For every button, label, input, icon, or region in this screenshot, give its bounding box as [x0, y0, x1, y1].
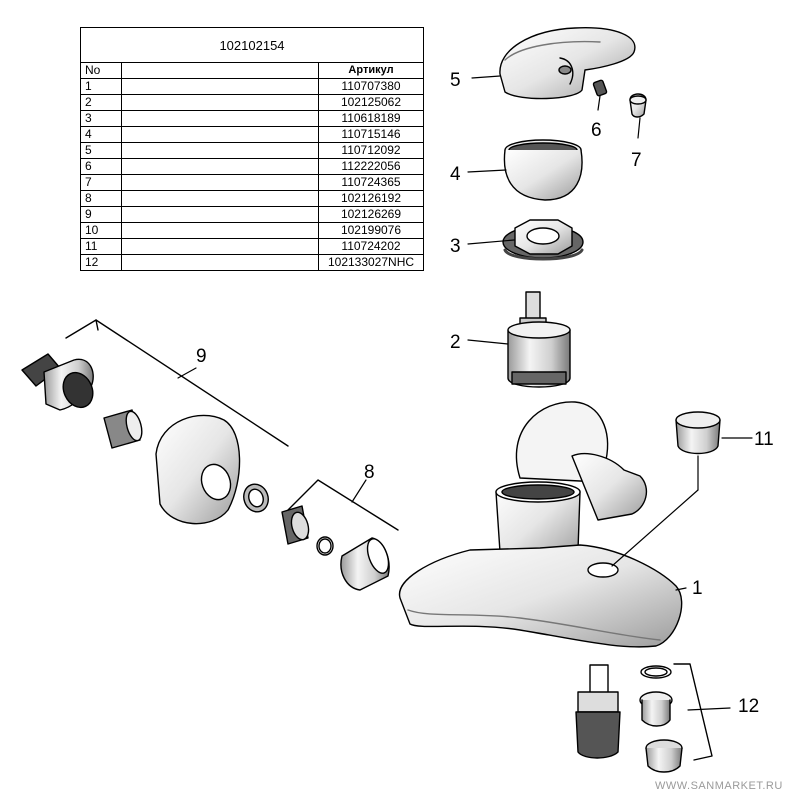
part-9-assembly — [21, 319, 289, 525]
part-11-cap — [675, 411, 721, 455]
row-article: 102133027NHC — [318, 254, 424, 271]
leader-7 — [637, 117, 641, 139]
part-8-assembly — [281, 479, 399, 591]
callout-6: 6 — [591, 120, 602, 141]
callout-12: 12 — [738, 696, 759, 717]
callout-5: 5 — [450, 70, 461, 91]
callout-3: 3 — [450, 236, 461, 257]
leader-9 — [177, 367, 197, 379]
row-article: 110724365 — [318, 174, 424, 191]
leader-2 — [467, 339, 509, 345]
callout-8: 8 — [364, 462, 375, 483]
row-article: 110724202 — [318, 238, 424, 255]
table-title: 102102154 — [80, 27, 424, 63]
part-4-cover — [503, 139, 583, 201]
header-no: No — [80, 62, 122, 79]
part-3-nut — [502, 219, 584, 261]
leader-5 — [471, 75, 501, 79]
row-article: 112222056 — [318, 158, 424, 175]
callouts: 5 6 7 4 3 2 11 1 9 8 12 WWW.SANMARKET.RU — [196, 70, 783, 792]
leader-11c — [611, 489, 699, 567]
leader-3 — [467, 239, 515, 245]
callout-11: 11 — [754, 429, 774, 450]
part-12-assembly — [575, 663, 713, 773]
leader-8 — [351, 479, 367, 503]
row-article: 110712092 — [318, 142, 424, 159]
row-no: 11 — [80, 238, 122, 255]
part-5-handle — [499, 27, 636, 100]
row-article: 102126192 — [318, 190, 424, 207]
part-1-body — [398, 401, 683, 648]
callout-9: 9 — [196, 346, 207, 367]
callout-2: 2 — [450, 332, 461, 353]
leader-4 — [467, 169, 507, 173]
part-7-cap — [629, 93, 647, 118]
leader-12 — [687, 707, 731, 711]
table-row: 11 110724202 — [80, 238, 424, 255]
row-article: 110707380 — [318, 78, 424, 95]
callout-7: 7 — [631, 150, 642, 171]
leader-6 — [597, 95, 601, 111]
callout-1: 1 — [692, 578, 703, 599]
callout-4: 4 — [450, 164, 461, 185]
part-6-screw — [592, 79, 608, 97]
part-2-cartridge — [507, 291, 571, 388]
leader-lines — [177, 75, 753, 711]
watermark-text: WWW.SANMARKET.RU — [655, 780, 783, 792]
table-title-row: 102102154 — [80, 27, 424, 63]
table-header-row: No Артикул — [80, 62, 424, 79]
row-no: 10 — [80, 222, 122, 239]
leader-1 — [675, 587, 687, 591]
